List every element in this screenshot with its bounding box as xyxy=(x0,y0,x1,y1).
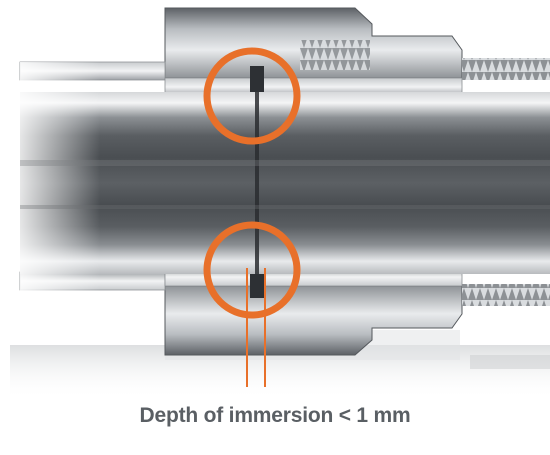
fitting-body-top xyxy=(19,7,550,100)
tube-bore xyxy=(20,62,550,292)
immersion-depth-measurement-lines xyxy=(246,268,266,387)
top-highlight-circle xyxy=(203,47,301,145)
immersion-depth-caption: Depth of immersion < 1 mm xyxy=(139,404,411,427)
bottom-highlight-circle xyxy=(203,221,301,319)
